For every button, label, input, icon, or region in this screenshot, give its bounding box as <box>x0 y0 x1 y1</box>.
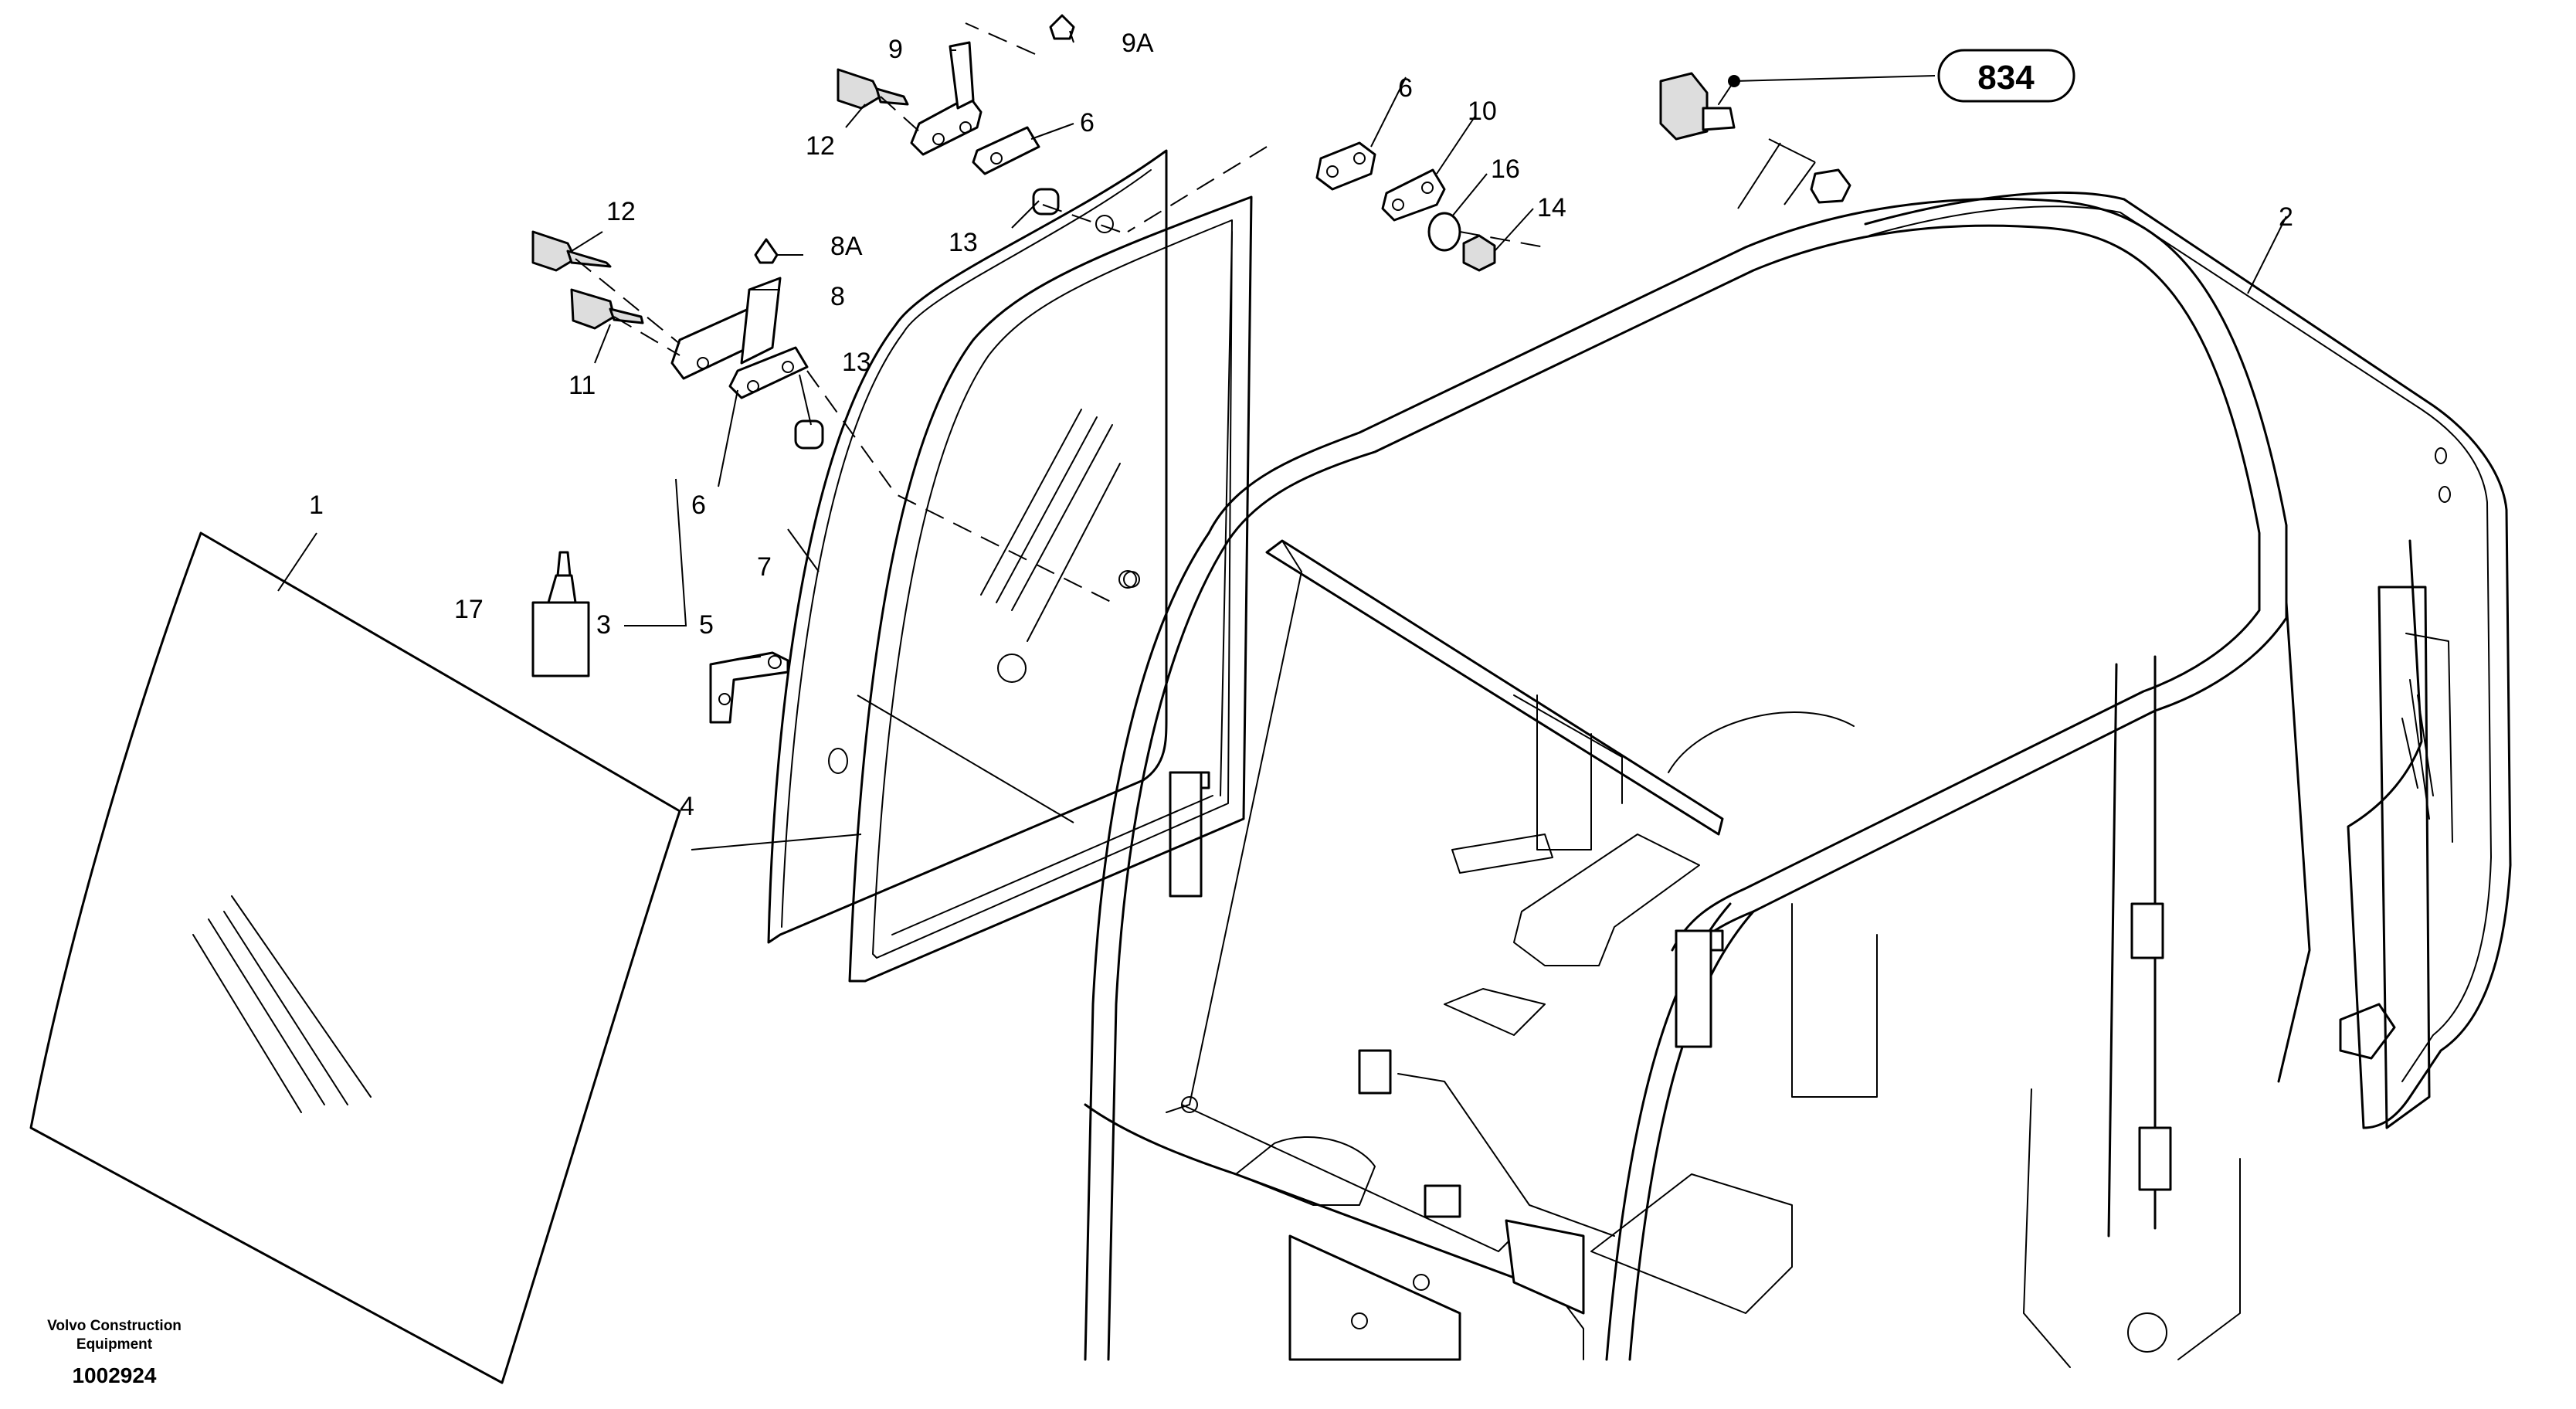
callout-8: 8 <box>830 282 845 311</box>
rubber-stop-part <box>1659 72 1851 204</box>
callout-6-left: 6 <box>691 491 706 520</box>
leader-lines <box>277 22 2287 850</box>
callout-6-upper: 6 <box>1080 108 1095 138</box>
reference-badge-label: 834 <box>1977 59 2035 97</box>
callout-12-left: 12 <box>606 197 636 226</box>
side-window-3 <box>767 149 1168 944</box>
callout-4: 4 <box>680 792 694 821</box>
callout-13-upper: 13 <box>949 228 978 257</box>
callout-6-right: 6 <box>1398 73 1413 103</box>
callout-10: 10 <box>1468 97 1497 126</box>
footer-block: Volvo Construction Equipment 1002924 <box>47 1318 182 1387</box>
callout-7: 7 <box>757 552 772 582</box>
callout-9: 9 <box>888 35 903 64</box>
reference-badge: 834 <box>1937 49 2075 103</box>
callout-2: 2 <box>2279 202 2293 232</box>
left-hinge-assembly <box>531 230 824 450</box>
callout-14: 14 <box>1537 193 1566 222</box>
callout-11: 11 <box>568 371 596 400</box>
callout-12-upper: 12 <box>806 131 835 161</box>
brand-line-2: Equipment <box>76 1336 153 1353</box>
callout-5: 5 <box>699 610 714 640</box>
upper-hinge-assembly <box>837 14 1075 216</box>
callout-9a: 9A <box>1122 29 1154 58</box>
callout-1: 1 <box>309 491 324 520</box>
rear-curved-glass <box>1864 191 2512 1129</box>
right-hinge-plates <box>1315 141 1496 272</box>
front-curved-glass <box>29 531 681 1384</box>
callout-3: 3 <box>596 610 611 640</box>
side-window-4 <box>848 195 1253 983</box>
brand-line-1: Volvo Construction <box>47 1318 182 1334</box>
callout-8a: 8A <box>830 232 863 261</box>
adhesive-tube-part <box>531 551 590 677</box>
callout-16: 16 <box>1491 154 1520 184</box>
cab-frame <box>1084 198 2396 1368</box>
callout-13-left: 13 <box>842 348 871 377</box>
callout-17: 17 <box>454 595 484 624</box>
drawing-number: 1002924 <box>72 1363 156 1387</box>
callout-labels: 1 2 3 4 5 6 6 6 7 8 8A 9 9A 10 11 12 12 … <box>309 29 2293 821</box>
clip-part-5 <box>709 651 789 724</box>
